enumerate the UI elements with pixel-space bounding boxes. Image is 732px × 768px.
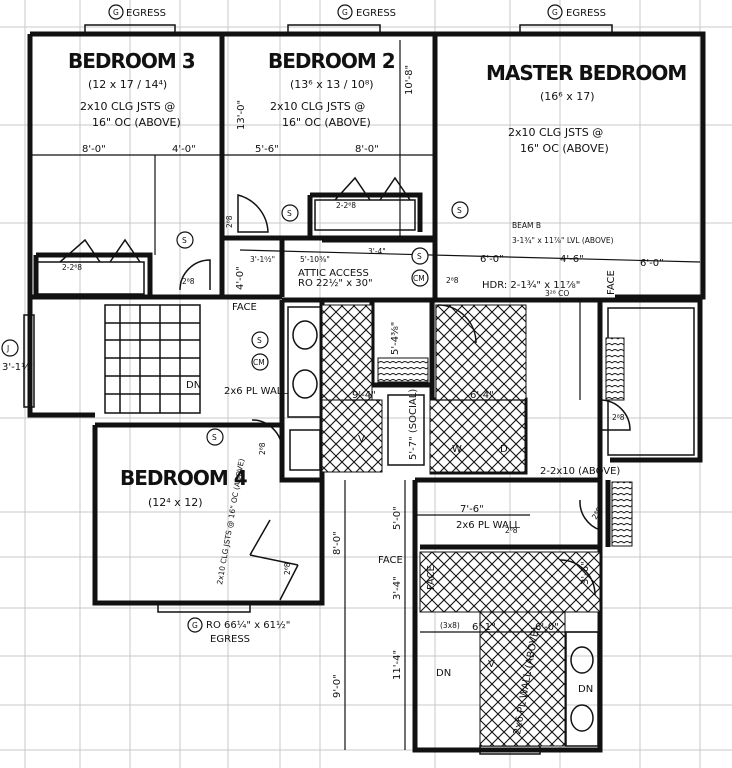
bedroom2-title: BEDROOM 2 [268, 49, 395, 73]
egress-label-1: EGRESS [126, 8, 166, 19]
dim-94: 9'-4" [352, 390, 376, 401]
dim-80: 8'-0" [332, 531, 343, 555]
header-label: HDR: 2-1¾" x 11⅞" [482, 280, 580, 291]
marker-s-6: S [417, 252, 422, 261]
shower-size: (3x8) [440, 621, 460, 630]
marker-j: J [6, 344, 9, 353]
dimension-lines [30, 40, 701, 750]
egress-label-2: EGRESS [356, 8, 396, 19]
dim-b3-h: 4'-0" [235, 266, 246, 290]
marker-cm-1: CM [253, 358, 265, 367]
bedroom3-joists-1: 2x10 CLG JSTS @ [80, 100, 175, 113]
master-bedroom-title: MASTER BEDROOM [486, 61, 686, 85]
dim-36: 3'-6" [580, 561, 591, 585]
washer-label: W [452, 444, 462, 455]
vanity-dn: DN [578, 684, 593, 695]
marker-s-3: S [457, 206, 462, 215]
dim-door-5: 2⁸8 [612, 413, 625, 422]
beam-label-2: 3-1¾" x 11⅞" LVL (ABOVE) [512, 236, 614, 245]
wall-label-2: 2x6 PL WALL [456, 520, 520, 531]
dim-b2-w2: 8'-0" [355, 144, 379, 155]
header-label-2: 2-2x10 (ABOVE) [540, 466, 620, 477]
egress-g-2: G [342, 8, 348, 17]
attic-access-1: ATTIC ACCESS [298, 268, 369, 279]
dim-door-1: 2⁸8 [182, 277, 195, 286]
marker-s-1: S [182, 236, 187, 245]
bedroom2-joists-2: 16" OC (ABOVE) [282, 116, 371, 129]
tile-areas [321, 304, 601, 747]
face-label-3: FACE [378, 555, 403, 566]
bedroom2-size: (13⁶ x 13 / 10⁸) [290, 78, 374, 91]
dim-hall-3: 3'-4" [368, 247, 386, 256]
dim-11: 11'-4" [392, 650, 403, 680]
bedroom2-joists-1: 2x10 CLG JSTS @ [270, 100, 365, 113]
attic-access-2: RO 22½" x 30" [298, 277, 373, 289]
bedroom3-title: BEDROOM 3 [68, 49, 195, 73]
walls [27, 31, 706, 753]
dim-closet-1: 2-2⁶8 [62, 263, 82, 272]
dim-b3-w1: 8'-0" [82, 144, 106, 155]
bedroom3-joists-2: 16" OC (ABOVE) [92, 116, 181, 129]
dim-64: 6'-4" [470, 390, 494, 401]
dim-mb-1: 6'-0" [480, 254, 504, 265]
beam-label-1: BEAM B [512, 221, 541, 230]
dim-mb-3: 6'-0" [640, 258, 664, 269]
dim-90: 9'-0" [332, 674, 343, 698]
dim-60: 6'-0" [535, 622, 559, 633]
face-label-1: FACE [232, 302, 257, 313]
egress-g-1: G [113, 8, 119, 17]
dim-b2-w1: 5'-6" [255, 144, 279, 155]
co-label: 3²⁸ CO [545, 289, 569, 298]
bedroom3-size: (12 x 17 / 14⁴) [88, 78, 167, 91]
dim-mb-2: 4'-6" [560, 254, 584, 265]
symbol-markers: S S S S CM S S CM J [1, 201, 469, 446]
dim-76: 7'-6" [460, 504, 484, 515]
dim-hall-1: 3'-1⁰⁄₂" [250, 255, 275, 264]
bedroom4-title: BEDROOM 4 [120, 466, 247, 490]
dim-door-6: 2⁶8 [283, 562, 292, 575]
stair-dn-label: DN [186, 380, 201, 391]
wall-label-1: 2x6 PL WALL [224, 386, 288, 397]
face-label-4: FACE [426, 565, 437, 590]
door-swings [59, 176, 631, 601]
dim-61: 6'-1" [472, 622, 496, 633]
marker-s-5: S [212, 433, 217, 442]
marker-cm-2: CM [413, 274, 425, 283]
shower-dn: DN [436, 668, 451, 679]
vent-label-2: V [488, 659, 495, 670]
egress-size-bottom: RO 66¼" x 61½" [206, 619, 290, 631]
dim-door-7: 2⁶8 [505, 526, 518, 535]
dim-34: 3'-4" [392, 576, 403, 600]
dryer-label: D [500, 444, 508, 455]
egress-g-3: G [552, 8, 558, 17]
bedroom4-size: (12⁴ x 12) [148, 496, 203, 509]
marker-s-2: S [287, 209, 292, 218]
dim-b2-h2: 10'-8" [404, 65, 415, 95]
master-joists-1: 2x10 CLG JSTS @ [508, 126, 603, 139]
vent-label-1: V [358, 434, 365, 445]
egress-labels: G EGRESS G EGRESS G EGRESS G RO 66¼" x 6… [108, 4, 606, 645]
dim-ladder: 3'-1½" [2, 361, 35, 373]
dim-door-3: 2⁸8 [258, 442, 267, 455]
dim-door-2: 2⁸8 [225, 215, 234, 228]
dim-b2-h: 13'-0" [236, 100, 247, 130]
egress-g-4: G [192, 621, 198, 630]
master-bedroom-size: (16⁶ x 17) [540, 90, 595, 103]
dim-50: 5'-0" [392, 506, 403, 530]
marker-s-4: S [257, 336, 262, 345]
dim-closet-2: 2-2⁶8 [336, 201, 356, 210]
egress-label-bottom: EGRESS [210, 634, 250, 645]
dim-door-4: 2⁸8 [446, 276, 459, 285]
master-joists-2: 16" OC (ABOVE) [520, 142, 609, 155]
face-label-2: FACE [606, 270, 617, 295]
detail-lines [23, 24, 695, 755]
dim-hall-2: 5'-10⅜" [300, 255, 330, 264]
dim-54: 5'-4⅜" [390, 322, 401, 355]
dim-b3-w2: 4'-0" [172, 144, 196, 155]
egress-label-3: EGRESS [566, 8, 606, 19]
vanity-label: 5'-7" (SOCIAL) [408, 389, 419, 460]
